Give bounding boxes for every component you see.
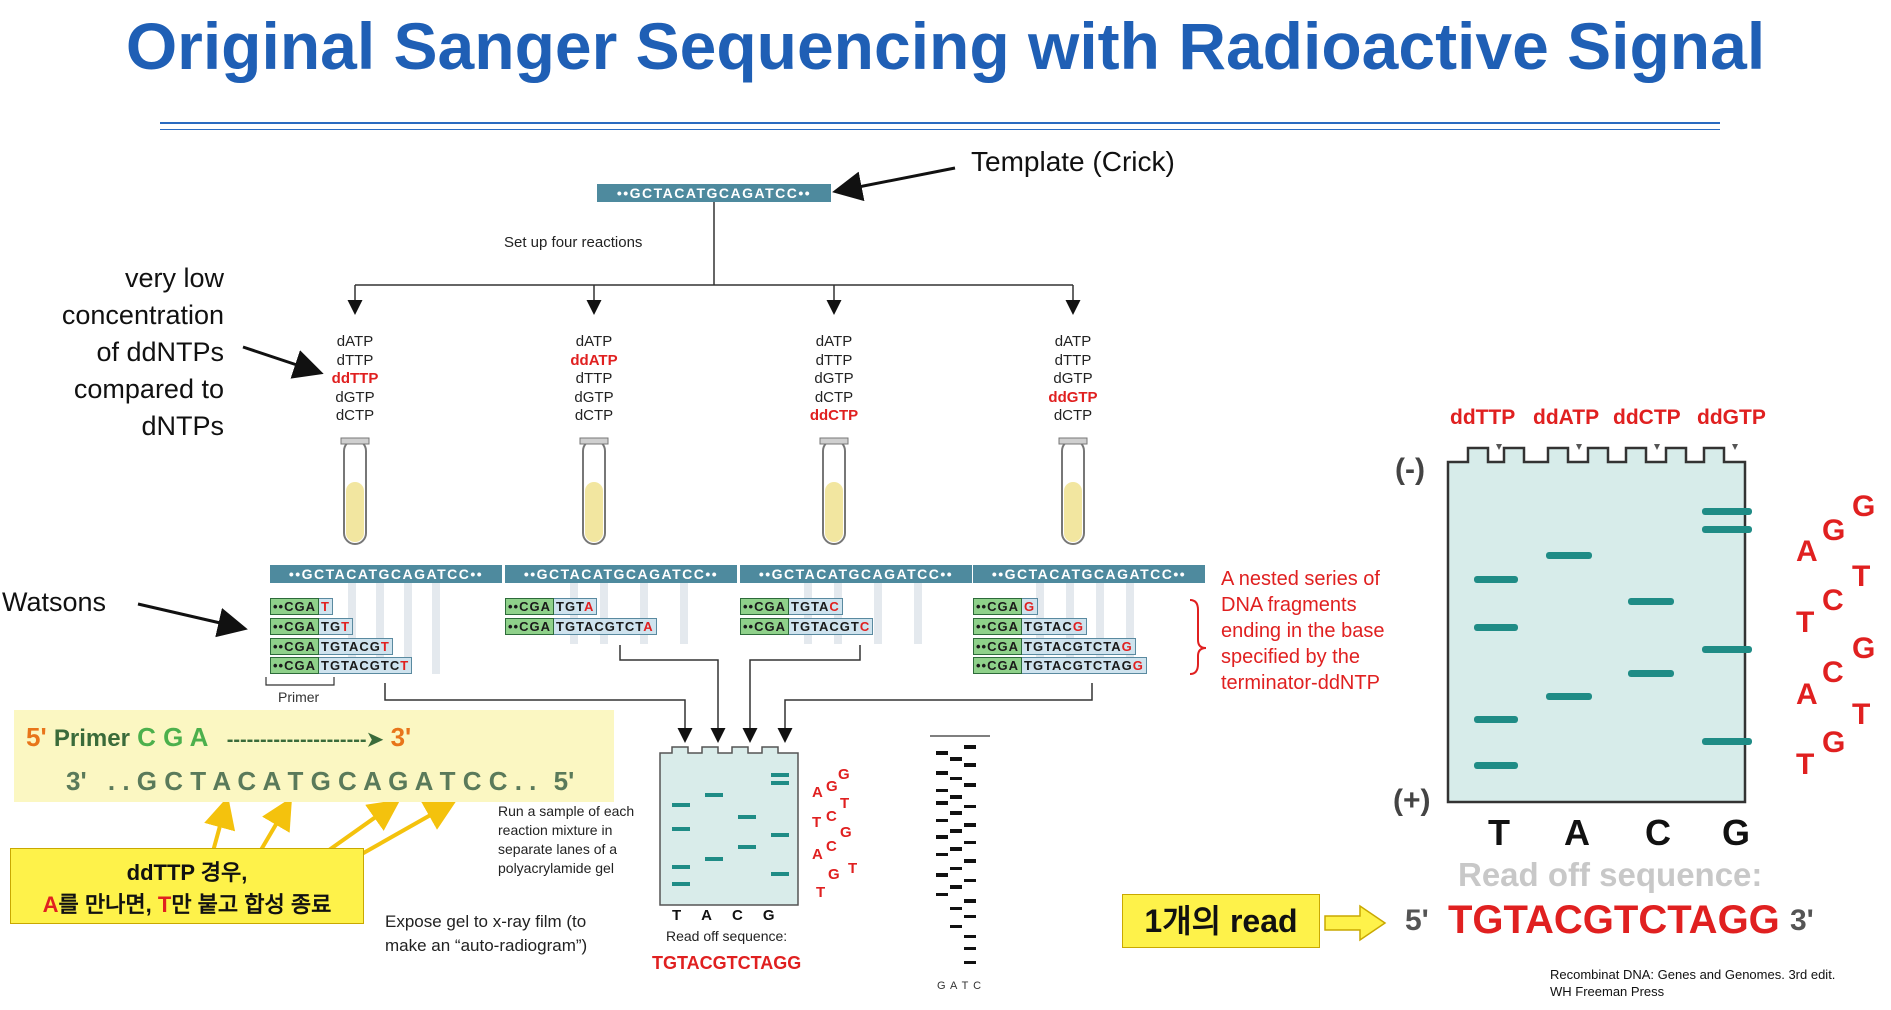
primer-small-label: Primer [278,689,320,705]
primer-seq: C G A [137,722,208,752]
small-ladder-7: G [840,824,852,841]
big-gel [1446,444,1752,804]
big-gel-lane-a: A [1564,812,1590,853]
title-divider [160,122,1720,124]
big-ladder-12: T [1796,748,1815,781]
primer-box: 5' Primer C G A ---------------------➤ 3… [14,710,614,802]
read-five-prime: 5' [1405,904,1429,937]
big-gel-header-a: ddATP [1533,406,1600,429]
watsons-label: Watsons [2,587,107,617]
test-tube-3 [819,437,849,545]
small-gel-readoff-sequence: TGTACGTCTAGG [652,953,802,973]
big-gel-readoff-label: Read off sequence: [1458,856,1763,893]
small-ladder-1: A [812,784,823,801]
big-ladder-8: C [1822,656,1844,689]
korean-note-box: ddTTP 경우, A를 만나면, T만 붙고 합성 종료 [10,848,364,924]
small-ladder-3: G [838,766,850,783]
nested-series-note: A nested series of DNA fragments ending … [1221,568,1385,694]
small-ladder-6: T [812,814,822,831]
citation: Recombinat DNA: Genes and Genomes. 3rd e… [1550,967,1836,999]
read-sequence: TGTACGTCTAGG [1448,898,1780,942]
primer-dashes: ---------------------➤ [226,729,384,751]
small-gel-note: Run a sample of each reaction mixture in… [498,803,635,876]
template-pointer-arrow [832,166,956,202]
primer-label: Primer [53,725,130,752]
big-gel-header-t: ddTTP [1450,406,1516,429]
title-divider-2 [160,129,1720,130]
slide-title: Original Sanger Sequencing with Radioact… [125,9,1766,83]
template-label: Template (Crick) [971,146,1175,177]
big-gel-header-g: ddGTP [1697,406,1766,429]
korean-note-line1: ddTTP 경우, [126,860,248,885]
gel-minus-label: (-) [1395,453,1425,486]
small-gel [659,746,799,906]
small-ladder-12: T [816,884,826,901]
read-arrow [1324,904,1387,942]
test-tube-4 [1058,437,1088,545]
test-tube-1 [340,437,370,545]
big-ladder-5: C [1822,584,1844,617]
small-ladder-8: C [826,838,837,855]
big-ladder-10: T [1852,698,1871,731]
primer-five-prime: 5' [26,722,47,752]
big-ladder-11: G [1822,726,1846,759]
small-gel-readoff-label: Read off sequence: [666,928,788,944]
small-ladder-4: T [840,795,850,812]
watsons-pointer-arrow [137,602,248,638]
big-ladder-4: T [1852,560,1871,593]
small-ladder-2: G [826,778,838,795]
small-ladder-5: C [826,808,837,825]
big-ladder-1: G [1852,490,1876,523]
read-label-box: 1개의 read [1122,894,1320,948]
read-three-prime: 3' [1790,904,1814,937]
big-gel-header-c: ddCTP [1613,406,1681,429]
small-ladder-10: T [848,860,858,877]
template-strand-3: ••GCTACATGCAGATCC•• [740,565,972,583]
big-ladder-7: G [1852,632,1876,665]
setup-label: Set up four reactions [504,234,643,251]
ddntp-pointer-arrow [242,345,324,379]
korean-note-line2: A를 만나면, T만 붙고 합성 종료 [42,892,332,917]
primer-three-prime: 3' [390,722,412,752]
small-ladder-9: A [812,846,823,863]
autorad-lane-labels: G A T C [937,980,983,992]
strand-row: 3' . . G C T A C A T G C A G A T C C . .… [66,766,575,796]
gel-plus-label: (+) [1393,784,1431,817]
big-ladder-3: A [1796,535,1818,568]
template-strand-4: ••GCTACATGCAGATCC•• [973,565,1205,583]
big-ladder-2: G [1822,514,1846,547]
big-ladder-9: A [1796,678,1818,711]
big-gel-lane-g: G [1722,812,1751,853]
template-strand-1: ••GCTACATGCAGATCC•• [270,565,502,583]
big-gel-lane-c: C [1645,812,1671,853]
template-strand-2: ••GCTACATGCAGATCC•• [505,565,737,583]
template-strand: ••GCTACATGCAGATCC•• [597,184,831,202]
strand-sequence: . . G C T A C A T G C A G A T C C . . [107,766,537,796]
big-ladder-6: T [1796,606,1815,639]
autoradiogram [930,735,990,964]
test-tube-2 [579,437,609,545]
ddntp-note: very low concentration of ddNTPs compare… [61,263,224,441]
xray-note: Expose gel to x-ray film (to make an “au… [385,912,588,955]
small-ladder-11: G [828,866,840,883]
big-gel-lane-t: T [1488,812,1510,853]
